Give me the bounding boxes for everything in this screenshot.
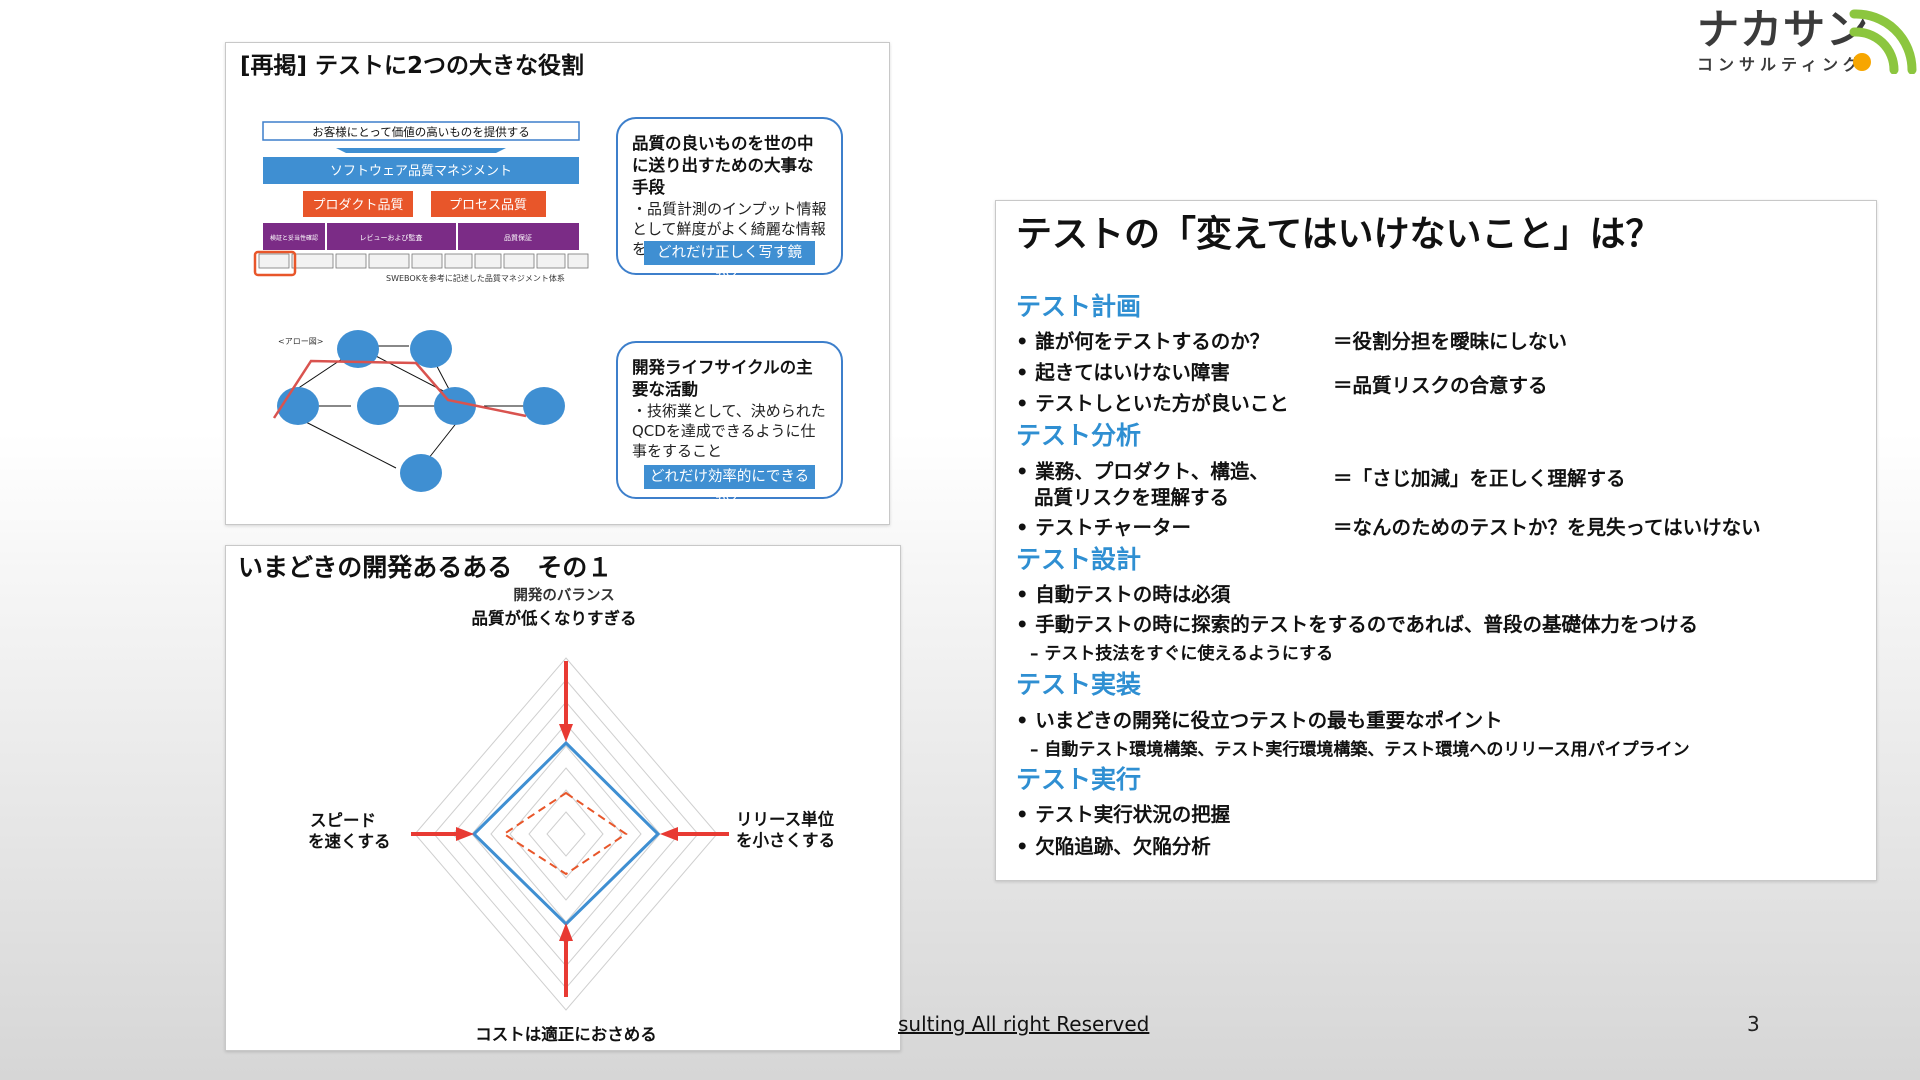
purple-cell-2: レビューおよび監査 <box>360 233 423 242</box>
impl-item-1: • いまどきの開発に役立つテストの最も重要なポイント <box>1016 709 1503 732</box>
callout-quality-mirror: 品質の良いものを世の中に送り出すための大事な手段 ・品質計測のインプット情報とし… <box>616 117 843 285</box>
mgmt-bar-label: ソフトウェア品質マネジメント <box>330 164 512 179</box>
exec-item-2: • 欠陥追跡、欠陥分析 <box>1016 835 1211 858</box>
analysis-item-2: • テストチャーター <box>1016 516 1192 539</box>
callout-lifecycle: 開発ライフサイクルの主要な活動 ・技術業として、決められたQCDを達成できるよう… <box>616 341 843 509</box>
product-quality-label: プロダクト品質 <box>312 198 403 213</box>
analysis-rhs-2: ＝なんのためのテストか？を見失ってはいけない <box>1333 516 1761 539</box>
callout-head: 開発ライフサイクルの主要な活動 <box>632 358 813 399</box>
analysis-item-1: • 業務、プロダクト、構造、 <box>1016 460 1269 483</box>
slide-dev-balance: いまどきの開発あるある その１ 開発のバランス 品質が低くなりすぎる スピード <box>225 545 901 1051</box>
logo-text: ナカサン <box>1697 5 1870 54</box>
copyright-footer: sulting All right Reserved <box>898 1012 1150 1036</box>
slide-title: [再掲] テストに2つの大きな役割 <box>240 53 585 79</box>
logo-subtitle: コンサルティング <box>1697 55 1865 74</box>
mirror-button: どれだけ正しく写す鏡か？ <box>644 241 815 285</box>
plan-item-1: • 誰が何をテストするのか？ <box>1016 330 1270 353</box>
balance-radar-chart: 開発のバランス 品質が低くなりすぎる スピード を速くする リリース単位 を <box>308 586 835 1044</box>
analysis-rhs-1: ＝「さじ加減」を正しく理解する <box>1333 467 1626 490</box>
slide-unchangeable-tests: テストの「変えてはいけないこと」は？ テスト計画 • 誰が何をテストするのか？ … <box>995 200 1877 881</box>
process-quality-label: プロセス品質 <box>449 198 527 213</box>
purple-cell-1: 検証と妥当性確認 <box>270 234 318 242</box>
page-number: 3 <box>1747 1012 1760 1036</box>
design-subitem: – テスト技法をすぐに使えるようにする <box>1030 644 1334 664</box>
axis-top-label: 品質が低くなりすぎる <box>472 608 637 628</box>
section-test-execution: テスト実行 <box>1016 765 1142 794</box>
axis-right-label-1: リリース単位 <box>736 809 835 829</box>
callout-head: 品質の良いものを世の中に送り出すための大事な手段 <box>632 134 814 197</box>
impl-subitem: – 自動テスト環境構築、テスト実行環境構築、テスト環境へのリリース用パイプライン <box>1030 740 1690 760</box>
plan-rhs-2: ＝品質リスクの合意する <box>1333 374 1548 397</box>
slide-test-roles: [再掲] テストに2つの大きな役割 お客様にとって価値の高いものを提供する ソフ… <box>225 42 890 525</box>
chart-title: 開発のバランス <box>513 586 614 604</box>
value-box-label: お客様にとって価値の高いものを提供する <box>312 125 530 139</box>
axis-bottom-label: コストは適正におさめる <box>475 1024 657 1044</box>
section-test-design: テスト設計 <box>1016 545 1142 574</box>
axis-left-label-1: スピード <box>310 811 376 830</box>
axis-left-label-2: を速くする <box>308 831 391 851</box>
diagram-caption: SWEBOKを参考に記述した品質マネジメント体系 <box>386 273 565 283</box>
analysis-item-1-cont: 品質リスクを理解する <box>1034 486 1230 509</box>
plan-rhs-1: ＝役割分担を曖昧にしない <box>1333 330 1568 353</box>
slide-title: いまどきの開発あるある その１ <box>238 553 613 582</box>
axis-right-label-2: を小さくする <box>736 831 835 850</box>
exec-item-1: • テスト実行状況の把握 <box>1016 803 1231 826</box>
plan-item-2: • 起きてはいけない障害 <box>1016 361 1230 384</box>
slide-title: テストの「変えてはいけないこと」は？ <box>1016 214 1662 255</box>
quality-management-diagram: お客様にとって価値の高いものを提供する ソフトウェア品質マネジメント プロダクト… <box>253 121 589 492</box>
design-item-1: • 自動テストの時は必須 <box>1016 583 1231 606</box>
section-test-implementation: テスト実装 <box>1016 670 1142 699</box>
logo-arc-icon <box>1849 9 1917 74</box>
plan-item-3: • テストしといた方が良いこと <box>1016 392 1289 415</box>
efficiency-button: どれだけ効率的にできるか？ <box>644 465 815 509</box>
callout-body: ・技術業として、決められたQCDを達成できるように仕事をすること <box>632 402 826 460</box>
purple-cell-3: 品質保証 <box>504 233 532 242</box>
design-item-2: • 手動テストの時に探索的テストをするのであれば、普段の基礎体力をつける <box>1016 613 1699 636</box>
network-label: <アロー図> <box>278 337 323 346</box>
section-test-analysis: テスト分析 <box>1016 421 1142 450</box>
section-test-plan: テスト計画 <box>1016 292 1142 321</box>
